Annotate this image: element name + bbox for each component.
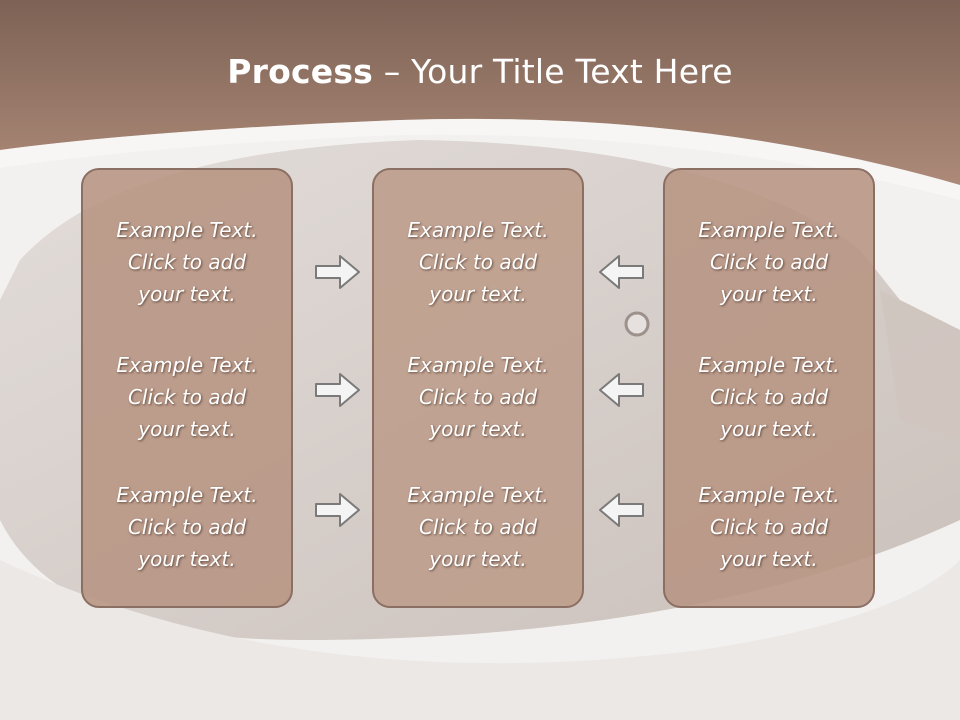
text-line: Example Text. [407,218,549,242]
text-line: Click to add [709,250,829,274]
text-line: Example Text. [698,218,840,242]
text-placeholder[interactable]: Example Text. Click to add your text. [665,349,873,445]
center-column-box[interactable]: Example Text. Click to add your text. Ex… [372,168,584,608]
left-arrow-icon[interactable] [597,491,645,529]
text-line: Click to add [127,385,247,409]
text-line: your text. [429,547,527,571]
left-arrow-icon[interactable] [597,371,645,409]
right-arrow-icon[interactable] [314,253,362,291]
title-rest: – Your Title Text Here [373,52,733,91]
text-line: Example Text. [407,483,549,507]
text-placeholder[interactable]: Example Text. Click to add your text. [83,479,291,575]
right-column-box[interactable]: Example Text. Click to add your text. Ex… [663,168,875,608]
text-line: Example Text. [698,483,840,507]
text-line: Click to add [709,385,829,409]
text-line: Example Text. [116,218,258,242]
text-line: your text. [138,417,236,441]
text-line: Click to add [418,515,538,539]
text-line: Example Text. [407,353,549,377]
text-line: Click to add [127,250,247,274]
text-line: Click to add [127,515,247,539]
right-arrow-icon[interactable] [314,491,362,529]
text-line: your text. [720,282,818,306]
text-line: your text. [720,547,818,571]
text-placeholder[interactable]: Example Text. Click to add your text. [665,479,873,575]
text-placeholder[interactable]: Example Text. Click to add your text. [665,214,873,310]
left-column-box[interactable]: Example Text. Click to add your text. Ex… [81,168,293,608]
text-line: your text. [429,417,527,441]
right-arrow-icon[interactable] [314,371,362,409]
text-line: your text. [429,282,527,306]
text-line: Example Text. [698,353,840,377]
text-line: Example Text. [116,483,258,507]
text-placeholder[interactable]: Example Text. Click to add your text. [374,349,582,445]
text-line: Click to add [418,250,538,274]
text-line: your text. [138,282,236,306]
text-line: your text. [138,547,236,571]
text-line: your text. [720,417,818,441]
text-placeholder[interactable]: Example Text. Click to add your text. [83,349,291,445]
text-line: Example Text. [116,353,258,377]
left-arrow-icon[interactable] [597,253,645,291]
text-placeholder[interactable]: Example Text. Click to add your text. [374,214,582,310]
text-placeholder[interactable]: Example Text. Click to add your text. [374,479,582,575]
text-placeholder[interactable]: Example Text. Click to add your text. [83,214,291,310]
text-line: Click to add [709,515,829,539]
title-bold: Process [227,52,374,91]
text-line: Click to add [418,385,538,409]
slide-title[interactable]: Process – Your Title Text Here [0,52,960,91]
